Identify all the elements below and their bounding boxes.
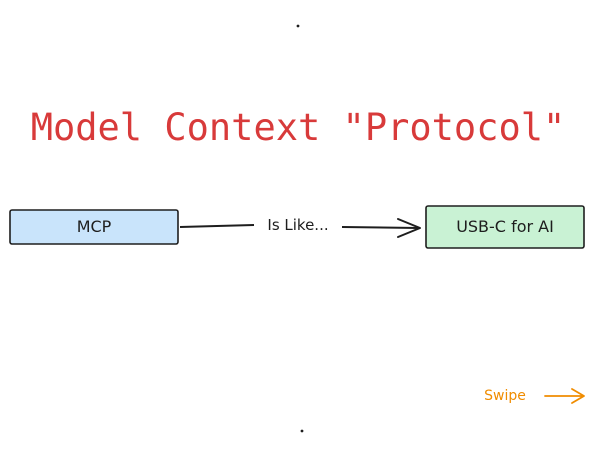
right-arrow-icon [544,388,585,404]
node-mcp-box [9,209,179,245]
page-title: Model Context "Protocol" [31,106,566,149]
bottom-dot [300,429,304,433]
swipe-label: Swipe [484,388,526,404]
node-mcp-label: MCP [77,217,112,236]
edge-line-left [179,224,255,228]
arrowhead-icon [397,218,421,238]
connector-edge: Is Like... [179,216,421,238]
node-usb-c-label: USB-C for AI [456,217,554,236]
node-usb-c-box [425,205,585,249]
edge-label: Is Like... [267,216,328,234]
node-mcp: MCP [9,209,179,245]
node-usb-c: USB-C for AI [425,205,585,249]
swipe-hint[interactable]: Swipe [484,388,585,404]
edge-line-right [341,226,420,229]
top-dot [296,24,300,28]
